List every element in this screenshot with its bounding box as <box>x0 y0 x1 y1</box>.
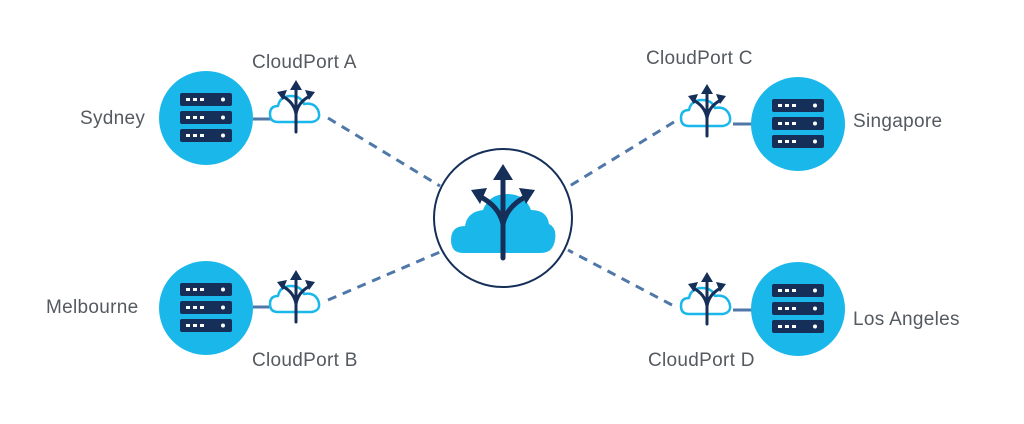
server-rack-icon-sydney <box>159 71 253 165</box>
cloudport-label-a: CloudPort A <box>252 52 357 73</box>
links <box>327 116 675 307</box>
cloudport-c-icon <box>679 82 732 138</box>
cloudport-label-b: CloudPort B <box>252 350 358 371</box>
link-c-hub <box>567 120 675 189</box>
hub-cloud-icon <box>433 148 573 288</box>
location-label-singapore: Singapore <box>853 111 943 132</box>
cloudport-label-c: CloudPort C <box>646 48 753 69</box>
link-b-hub <box>327 250 441 302</box>
cloudport-a-icon <box>268 78 321 134</box>
server-rack-icon-melbourne <box>159 261 253 355</box>
cloudport-label-d: CloudPort D <box>648 350 755 371</box>
cloudport-b-icon <box>268 268 321 324</box>
cloudport-d-icon <box>679 270 732 326</box>
location-label-los-angeles: Los Angeles <box>853 309 960 330</box>
link-a-hub <box>327 116 441 188</box>
location-label-sydney: Sydney <box>80 108 146 129</box>
connectors <box>253 117 754 312</box>
server-rack-icon-singapore <box>751 77 845 171</box>
location-label-melbourne: Melbourne <box>46 297 139 318</box>
link-d-hub <box>567 248 673 307</box>
server-rack-icon-losangeles <box>751 262 845 356</box>
